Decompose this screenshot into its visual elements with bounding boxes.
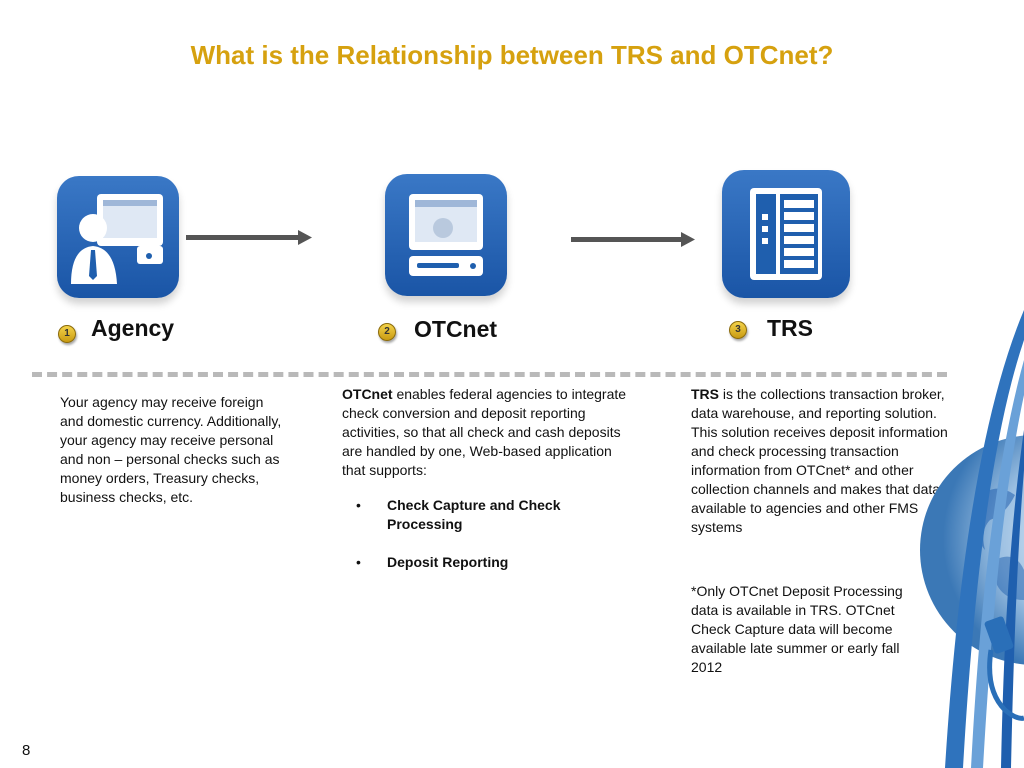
trs-lead: TRS [691,386,719,402]
agency-description: Your agency may receive foreign and dome… [60,394,282,505]
otcnet-label: OTCnet [414,316,498,342]
otcnet-computer-icon [385,174,507,296]
arrow-otcnet-to-trs [571,232,695,247]
otcnet-body: enables federal agencies to integrate ch… [342,386,627,478]
step-badge-3: 3 [729,321,747,339]
trs-description: TRS is the collections transaction broke… [691,385,963,537]
trs-body: is the collections transaction broker, d… [691,386,948,535]
step-badge-1: 1 [58,325,76,343]
page-number: 8 [22,742,31,759]
arrow-agency-to-otcnet [186,230,312,245]
otcnet-description: OTCnet enables federal agencies to integ… [342,385,632,591]
otcnet-bullet-list: Check Capture and Check Processing Depos… [342,496,632,572]
dashed-divider [32,372,947,377]
agency-label: Agency [91,315,175,341]
globe-network-decoration-icon [920,310,1024,768]
otcnet-lead: OTCnet [342,386,393,402]
list-item: Check Capture and Check Processing [342,496,632,534]
page-title: What is the Relationship between TRS and… [190,40,834,70]
trs-label: TRS [767,315,813,341]
list-item: Deposit Reporting [342,553,632,572]
trs-footnote: *Only OTCnet Deposit Processing data is … [691,583,903,675]
step-badge-2: 2 [378,323,396,341]
trs-server-icon [722,170,850,298]
agency-user-computer-icon [57,176,179,298]
